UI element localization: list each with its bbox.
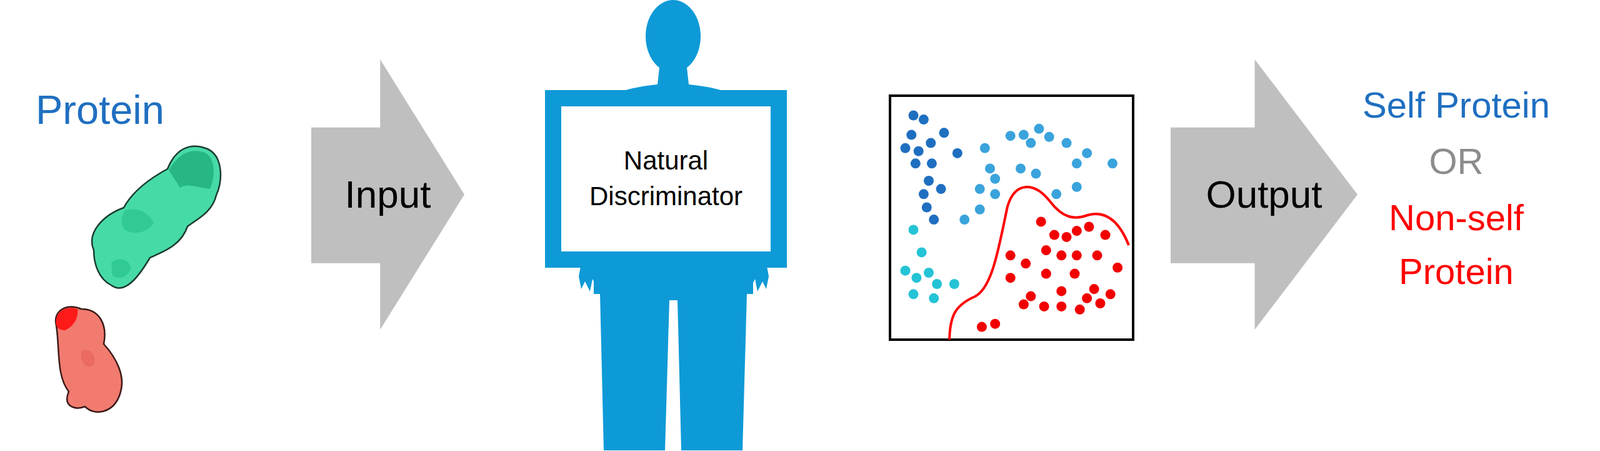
data-point: [1051, 188, 1062, 199]
data-point: [918, 114, 929, 125]
data-point: [910, 158, 921, 169]
data-point: [1031, 168, 1042, 179]
arrow-polygon: [1170, 59, 1358, 330]
output-nonself: Non-self Protein: [1362, 190, 1550, 299]
data-point: [1061, 138, 1072, 149]
data-point: [1041, 268, 1052, 279]
data-point: [976, 321, 987, 332]
data-point: [1018, 130, 1029, 140]
data-point: [949, 278, 960, 289]
data-point: [1112, 262, 1123, 273]
data-point: [923, 267, 934, 278]
data-point: [939, 127, 950, 138]
data-point: [906, 130, 917, 140]
data-point: [1015, 163, 1026, 174]
data-point: [908, 110, 919, 121]
data-point: [900, 265, 911, 276]
input-title: Protein: [35, 85, 165, 135]
data-point: [980, 143, 990, 154]
data-point: [1071, 225, 1082, 236]
data-point: [1056, 250, 1067, 260]
data-point: [918, 188, 929, 199]
arrow-polygon: [311, 59, 465, 330]
data-point: [1025, 291, 1036, 302]
node-text: Natural Discriminator: [573, 143, 759, 214]
data-point: [1056, 301, 1067, 312]
protein-structure-red: [55, 306, 122, 412]
data-point: [975, 204, 985, 215]
data-point: [1071, 158, 1082, 169]
data-point: [1107, 158, 1118, 169]
data-point: [908, 224, 919, 235]
data-point: [1100, 230, 1111, 240]
data-point: [1071, 250, 1082, 260]
scatter-plot: [890, 95, 1134, 340]
arrow-label: Input: [345, 173, 432, 216]
data-point: [990, 188, 1000, 199]
data-point: [921, 202, 932, 213]
data-point: [1025, 138, 1036, 149]
output-self: Self Protein: [1362, 80, 1550, 130]
output-or: OR: [1429, 137, 1484, 185]
node-text: Input: [345, 173, 432, 216]
decision-boundary: [949, 186, 1129, 340]
data-point: [1005, 130, 1016, 141]
data-point: [926, 158, 937, 169]
data-point: [1020, 258, 1031, 269]
data-point: [913, 146, 924, 157]
data-point: [908, 288, 919, 299]
data-point: [1061, 231, 1072, 242]
data-point: [1095, 298, 1105, 309]
data-point: [1081, 293, 1092, 304]
data-point: [1089, 283, 1100, 294]
output-arrow: Output: [1170, 59, 1358, 330]
data-point: [990, 173, 1000, 184]
data-point: [928, 214, 939, 225]
data-point: [1083, 221, 1094, 232]
data-point: [923, 175, 934, 186]
data-point: [916, 246, 927, 257]
data-point: [959, 214, 970, 225]
data-point: [936, 183, 947, 194]
data-point: [1071, 181, 1082, 192]
data-point: [975, 183, 985, 194]
data-point: [1041, 245, 1052, 255]
data-point: [1081, 148, 1092, 159]
data-point: [1005, 250, 1016, 260]
data-point: [1036, 216, 1047, 227]
data-point: [1005, 272, 1016, 283]
data-point: [1092, 250, 1103, 260]
data-point: [1033, 123, 1044, 134]
data-point: [1070, 268, 1080, 279]
data-point: [900, 143, 911, 154]
data-point: [1044, 131, 1055, 142]
data-point: [1049, 230, 1060, 240]
data-point: [931, 278, 942, 289]
arrow-label: Output: [1205, 173, 1322, 216]
data-point: [1105, 288, 1116, 299]
data-point: [985, 163, 995, 174]
data-point: [1056, 285, 1067, 296]
node-text: Output: [1205, 173, 1322, 216]
data-point: [1018, 299, 1029, 310]
data-point: [928, 293, 939, 304]
data-point: [911, 272, 922, 283]
protein-structure-green: [91, 146, 221, 289]
board-label: Natural Discriminator: [573, 143, 759, 214]
input-arrow: Input: [311, 59, 465, 330]
data-point: [952, 148, 963, 159]
data-point: [1075, 304, 1085, 315]
data-point: [990, 318, 1000, 329]
data-point: [925, 138, 936, 149]
data-point: [1039, 301, 1050, 312]
discriminator-board: Natural Discriminator: [545, 90, 787, 268]
